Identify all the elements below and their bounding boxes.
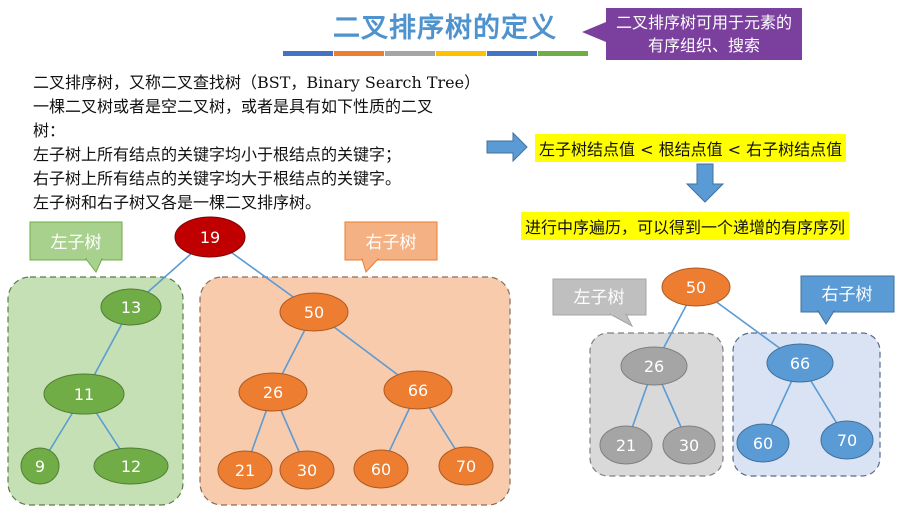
definition-line: 左子树上所有结点的关键字均小于根结点的关键字； [33,145,402,164]
svg-text:右子树: 右子树 [822,285,873,305]
color-bar-segment [487,51,537,56]
svg-text:70: 70 [837,431,857,450]
definition-text: 二叉排序树，又称二叉查找树（BST，Binary Search Tree） 一棵… [33,71,523,215]
right-subtree-label: 右子树 [344,221,438,273]
color-bar-segment [334,51,384,56]
small-left-subtree-label: 左子树 [552,278,647,328]
svg-text:66: 66 [408,381,428,400]
svg-text:60: 60 [371,460,391,479]
tree-node: 21 [217,450,273,490]
small-tree-node-root: 50 [661,267,731,307]
svg-text:19: 19 [200,228,220,247]
svg-text:右子树: 右子树 [366,233,417,253]
svg-text:26: 26 [644,357,664,376]
definition-line: 右子树上所有结点的关键字均大于根结点的关键字。 [33,169,402,188]
definition-line: 左子树和右子树又各是一棵二叉排序树。 [33,193,322,212]
tree-node: 26 [238,372,308,412]
small-tree-node: 30 [662,425,716,465]
svg-text:50: 50 [304,303,324,322]
svg-text:30: 30 [297,461,317,480]
small-tree-node: 21 [599,425,653,465]
down-arrow-icon [685,163,725,203]
svg-text:30: 30 [679,436,699,455]
color-bar-segment [538,51,588,56]
tree-node: 11 [43,373,125,415]
svg-text:13: 13 [121,298,141,317]
svg-text:左子树: 左子树 [51,233,102,253]
color-bar-segment [436,51,486,56]
tree-node: 60 [353,449,409,489]
page-title: 二叉排序树的定义 [333,13,557,44]
right-subtree-region [199,276,511,506]
small-right-subtree-label: 右子树 [800,275,895,325]
property-box: 左子树结点值 < 根结点值 < 右子树结点值 [535,134,847,162]
definition-line: 一棵二叉树或者是空二叉树，或者是具有如下性质的二叉 [33,97,434,116]
tree-node: 50 [279,292,349,332]
svg-text:12: 12 [121,457,141,476]
tree-node: 66 [383,370,453,410]
svg-text:左子树: 左子树 [574,288,625,308]
svg-text:21: 21 [616,436,636,455]
inorder-box: 进行中序遍历，可以得到一个递增的有序序列 [521,212,850,240]
svg-text:9: 9 [35,457,45,476]
color-bar-segment [385,51,435,56]
svg-text:66: 66 [790,354,810,373]
color-bar-segment [283,51,333,56]
tree-node: 70 [438,446,494,486]
left-subtree-label: 左子树 [29,221,123,273]
definition-line: 树： [33,121,66,140]
tree-node-root: 19 [174,216,246,258]
right-arrow-icon [486,131,528,163]
small-tree-node: 26 [620,346,688,386]
svg-text:60: 60 [753,434,773,453]
definition-line: 二叉排序树，又称二叉查找树（BST，Binary Search Tree） [33,73,481,92]
svg-text:26: 26 [263,383,283,402]
svg-text:70: 70 [456,457,476,476]
tree-node: 12 [93,447,169,485]
svg-text:50: 50 [686,278,706,297]
tree-node: 30 [279,450,335,490]
tree-node: 9 [20,447,60,485]
small-tree-node: 70 [820,420,874,460]
small-tree-node: 60 [736,423,790,463]
svg-text:11: 11 [74,385,94,404]
tree-node: 13 [100,288,162,326]
title-callout: 二叉排序树可用于元素的有序组织、搜索 [582,8,802,60]
small-tree-node: 66 [766,343,834,383]
svg-text:21: 21 [235,461,255,480]
